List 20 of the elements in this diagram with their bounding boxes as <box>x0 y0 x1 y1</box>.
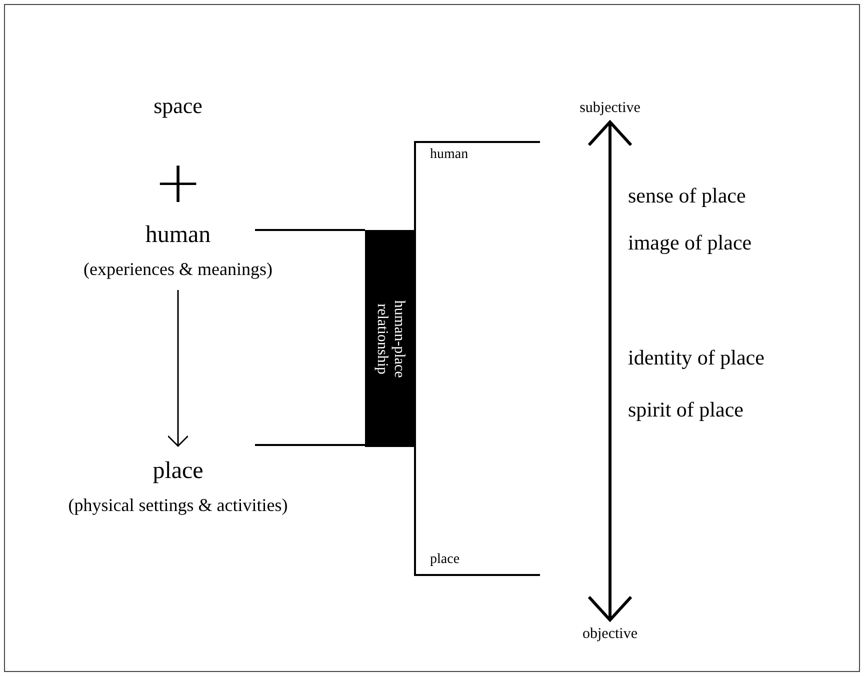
end-label: human <box>430 148 468 162</box>
relationship-bar <box>365 230 415 447</box>
description-text: (experiences & meanings) <box>84 258 272 281</box>
connector-line <box>255 229 365 231</box>
double-arrow <box>588 120 632 622</box>
plus-sign: + <box>154 153 202 211</box>
scale-end-label: subjective <box>580 99 640 118</box>
term-text: place <box>152 457 204 486</box>
arrow <box>167 290 189 447</box>
bar-label: human-place relationship <box>373 298 407 380</box>
description-text: (physical settings & activities) <box>68 494 288 517</box>
scale-label: sense of place <box>628 186 746 206</box>
term-text: space <box>154 95 202 117</box>
scale-label: image of place <box>628 232 752 254</box>
scale-label: identity of place <box>628 348 764 368</box>
end-label: place <box>430 553 460 567</box>
connector-line <box>255 444 365 446</box>
scale-end-label: objective <box>582 625 638 644</box>
term-text: human <box>145 221 211 250</box>
scale-label: spirit of place <box>628 400 744 420</box>
